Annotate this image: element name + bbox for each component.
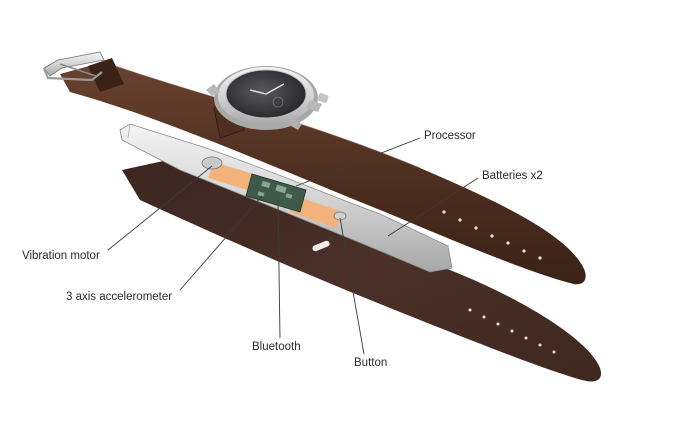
label-button: Button [354,357,388,369]
label-accelerometer: 3 axis accelerometer [66,291,173,303]
watch-face-icon [206,66,329,130]
leader-batteries [387,177,479,237]
electronics-tray [119,123,453,273]
label-bluetooth: Bluetooth [252,341,301,353]
buckle-icon [42,51,105,82]
strap-holes [442,210,542,260]
label-batteries: Batteries x2 [482,170,543,182]
label-vibration-motor: Vibration motor [22,250,100,262]
leader-bluetooth [277,199,281,339]
leader-vibration-motor [107,165,213,251]
leader-button [339,217,365,355]
strap-holes [468,308,556,354]
pcb-board [245,173,307,213]
vibration-motor-part [201,156,223,170]
battery-right [290,196,342,228]
leader-lines [107,137,479,355]
battery-left [208,162,260,192]
leader-accelerometer [179,195,263,291]
label-processor: Processor [424,130,476,142]
leader-processor [295,137,421,187]
bottom-leather-strap [122,160,602,382]
